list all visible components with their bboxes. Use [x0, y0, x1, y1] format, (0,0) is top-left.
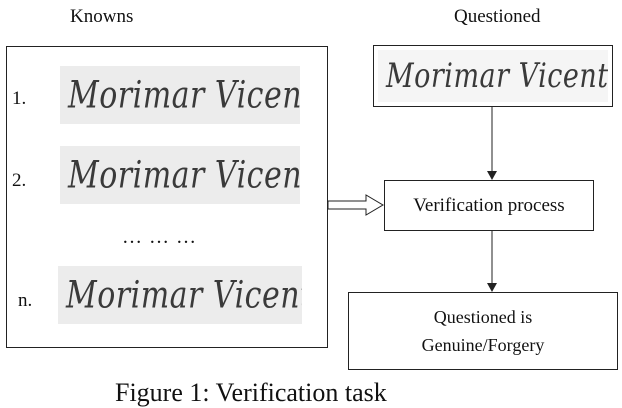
known-index-2: 2.	[12, 170, 27, 191]
questioned-heading: Questioned	[454, 6, 541, 27]
verification-process-box: Verification process	[384, 180, 594, 231]
known-signature-n: Morimar Vicente	[58, 266, 302, 324]
arrow-questioned-to-process	[487, 107, 497, 180]
ellipsis-more-samples: … … …	[122, 226, 197, 248]
known-signature-1: Morimar Vicente	[60, 66, 300, 124]
known-index-n: n.	[18, 290, 33, 311]
knowns-heading: Knowns	[70, 6, 134, 27]
known-signature-2: Morimar Vicente	[60, 146, 300, 204]
result-line-2: Genuine/Forgery	[421, 335, 545, 355]
result-line-1: Questioned is	[433, 307, 533, 327]
arrow-process-to-result	[487, 231, 497, 292]
arrow-knowns-to-process	[327, 194, 384, 216]
questioned-signature: Morimar Vicente	[378, 50, 608, 102]
figure-caption: Figure 1: Verification task	[115, 378, 387, 407]
known-index-1: 1.	[12, 88, 27, 109]
questioned-panel: Morimar Vicente	[373, 45, 613, 107]
result-box: Questioned is Genuine/Forgery	[348, 292, 618, 370]
